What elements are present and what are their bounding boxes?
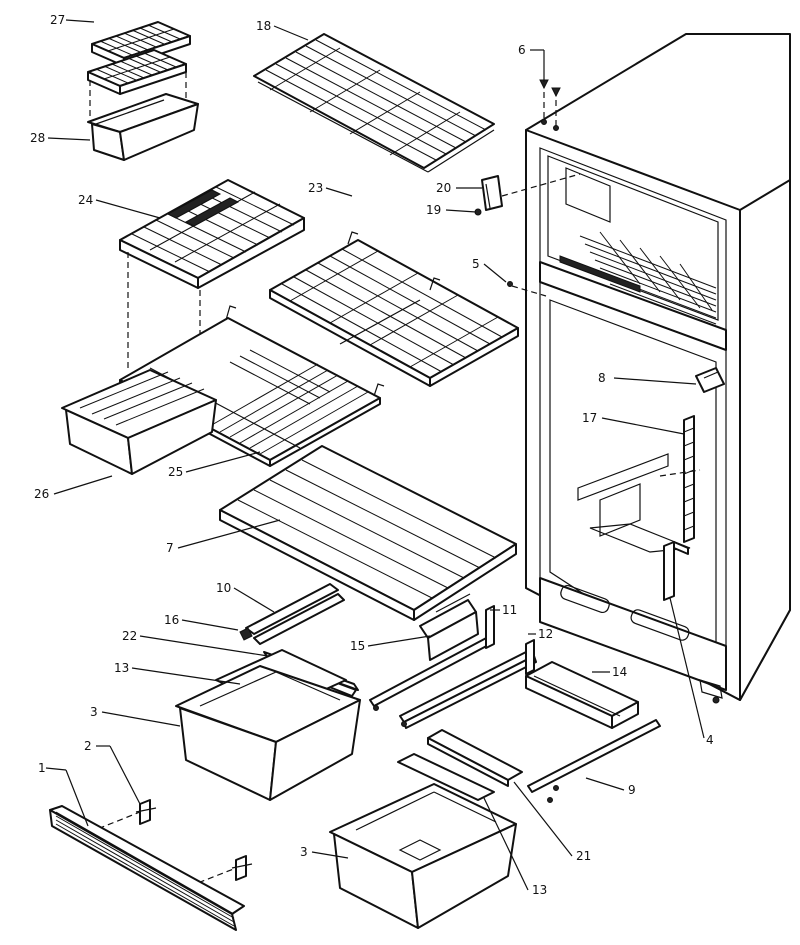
rail-support-part-15 [419, 593, 479, 661]
callout-13-lower: 13 [532, 883, 547, 897]
callout-labels: 27 28 18 6 20 19 24 23 5 8 17 26 25 7 10… [30, 13, 714, 897]
clip-part-2 [79, 799, 253, 891]
ice-bin-part-28 [87, 93, 199, 161]
callout-12: 12 [538, 627, 553, 641]
callout-3-lower: 3 [300, 845, 308, 859]
rail-part-12 [399, 639, 537, 729]
screws-part-6 [539, 79, 561, 131]
callout-1: 1 [38, 761, 46, 775]
callout-18: 18 [256, 19, 271, 33]
ice-tray-alignment-lines [89, 72, 187, 118]
callout-7: 7 [166, 541, 174, 555]
bracket-part-8 [695, 367, 725, 393]
drawer-part-3-lower [329, 783, 517, 929]
callout-4: 4 [706, 733, 714, 747]
callout-22: 22 [122, 629, 137, 643]
shelf-alignment-lines [127, 252, 201, 408]
callout-21: 21 [576, 849, 591, 863]
freezer-shelf-part-24 [119, 179, 305, 289]
callout-6: 6 [518, 43, 526, 57]
callout-14: 14 [612, 665, 627, 679]
callout-8: 8 [598, 371, 606, 385]
callout-11: 11 [502, 603, 517, 617]
glass-shelf-part-7 [219, 445, 517, 621]
refrigerator-cabinet [525, 33, 791, 704]
light-cover-part-20 [481, 173, 581, 211]
callout-25: 25 [168, 465, 183, 479]
long-rail-part-11 [369, 605, 495, 711]
drawer-cover-part-13-lower [397, 753, 495, 801]
ladder-rail-part-17 [659, 415, 701, 543]
callout-10: 10 [216, 581, 231, 595]
grille-part-1 [49, 805, 245, 931]
rail-end-part-16 [239, 627, 253, 641]
callout-16: 16 [164, 613, 179, 627]
callout-13-upper: 13 [114, 661, 129, 675]
leader-lines [45, 19, 705, 891]
crossbar-part-14 [525, 661, 639, 729]
callout-9: 9 [628, 783, 636, 797]
wire-shelf-part-23 [269, 231, 519, 387]
callout-3-upper: 3 [90, 705, 98, 719]
drawer-part-3-upper [175, 665, 361, 801]
front-bar-part-21 [427, 729, 523, 787]
screw-part-5 [507, 281, 547, 297]
callout-23: 23 [308, 181, 323, 195]
callout-24: 24 [78, 193, 93, 207]
rail-part-9 [527, 719, 661, 803]
callout-26: 26 [34, 487, 49, 501]
callout-15: 15 [350, 639, 365, 653]
callout-19: 19 [426, 203, 441, 217]
rail-part-4 [663, 541, 689, 601]
callout-20: 20 [436, 181, 451, 195]
callout-27: 27 [50, 13, 65, 27]
crisper-pan-part-26 [61, 369, 217, 475]
callout-17: 17 [582, 411, 597, 425]
callout-2: 2 [84, 739, 92, 753]
wire-shelf-part-18 [253, 33, 495, 173]
ice-tray-part-27 [87, 21, 191, 95]
slide-rail-part-10 [245, 583, 345, 645]
callout-28: 28 [30, 131, 45, 145]
callout-5: 5 [472, 257, 480, 271]
